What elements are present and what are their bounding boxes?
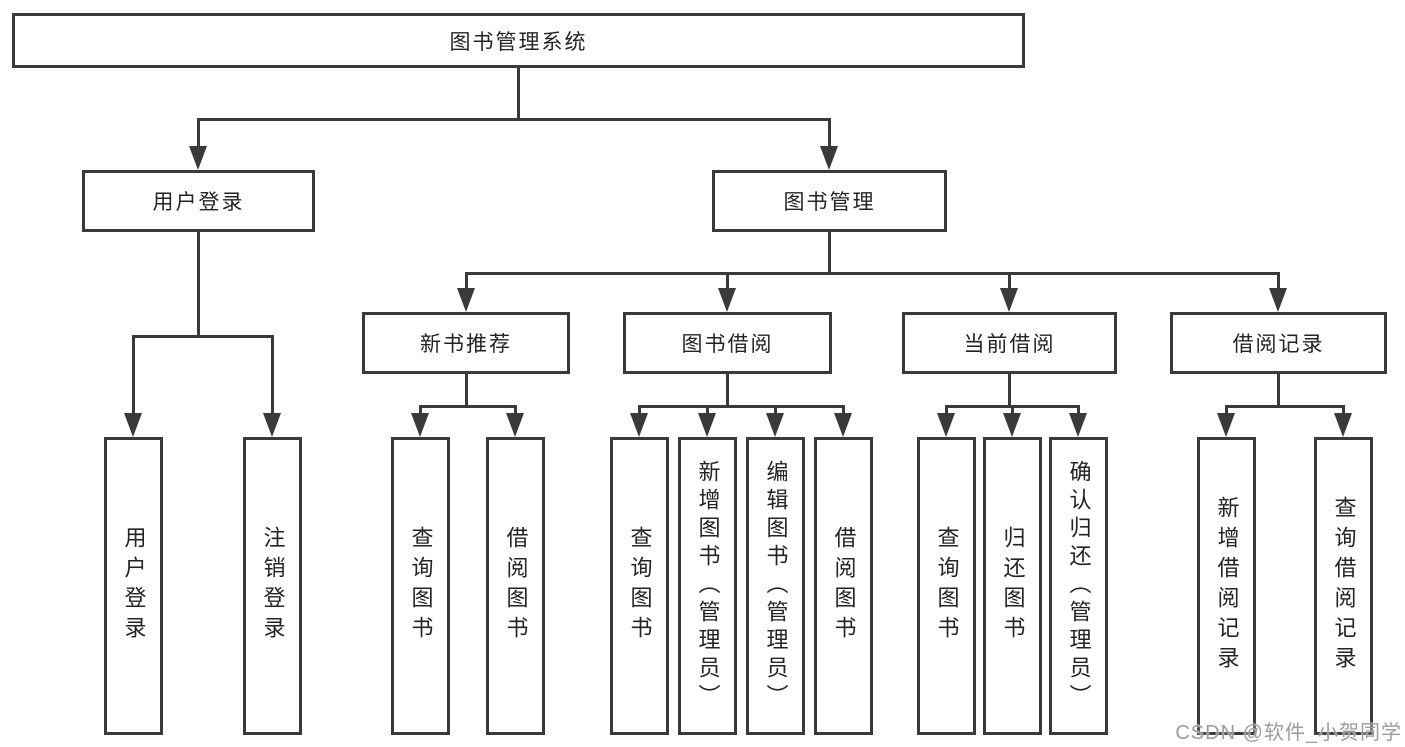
connector-arrowhead <box>1000 288 1018 312</box>
connector-line <box>1225 405 1345 408</box>
connector-line <box>1008 272 1011 292</box>
connector-line <box>638 405 845 408</box>
connector-line <box>1011 405 1014 417</box>
csdn-watermark: CSDN @软件_小贺同学 <box>1175 722 1402 744</box>
leaf-confirm-return-admin: 确认归还（管理员） <box>1049 437 1108 735</box>
connector-line <box>465 272 468 292</box>
connector-arrowhead <box>1269 288 1287 312</box>
connector-line <box>197 118 831 121</box>
node-current-borrow: 当前借阅 <box>902 312 1117 374</box>
connector-line <box>1225 405 1228 417</box>
leaf-borrow-books: 借阅图书 <box>814 437 873 735</box>
connector-line <box>1342 405 1345 417</box>
connector-line <box>514 405 517 417</box>
connector-arrowhead <box>766 413 784 437</box>
leaf-query-borrow-record: 查询借阅记录 <box>1314 437 1373 735</box>
leaf-logout: 注销登录 <box>243 437 302 735</box>
connector-arrowhead <box>411 413 429 437</box>
connector-arrowhead <box>1069 413 1087 437</box>
connector-line <box>842 405 845 417</box>
node-user-login: 用户登录 <box>82 170 315 232</box>
connector-line <box>828 118 831 150</box>
connector-arrowhead <box>457 288 475 312</box>
connector-line <box>945 405 948 417</box>
connector-line <box>774 405 777 417</box>
connector-arrowhead <box>630 413 648 437</box>
connector-arrowhead <box>263 413 281 437</box>
leaf-return-books: 归还图书 <box>983 437 1042 735</box>
connector-arrowhead <box>718 288 736 312</box>
node-book-borrow: 图书借阅 <box>623 312 832 374</box>
connector-line <box>271 335 274 417</box>
connector-arrowhead <box>820 146 838 170</box>
connector-line <box>419 405 517 408</box>
leaf-add-books-admin: 新增图书（管理员） <box>678 437 737 735</box>
connector-line <box>197 232 200 335</box>
connector-line <box>197 118 200 150</box>
connector-line <box>638 405 641 417</box>
connector-arrowhead <box>506 413 524 437</box>
connector-line <box>1277 272 1280 292</box>
connector-line <box>419 405 422 417</box>
connector-arrowhead <box>698 413 716 437</box>
connector-line <box>465 272 1279 275</box>
leaf-query-books-current: 查询图书 <box>917 437 976 735</box>
connector-arrowhead <box>937 413 955 437</box>
connector-line <box>1077 405 1080 417</box>
leaf-query-books-recommend: 查询图书 <box>391 437 450 735</box>
leaf-add-borrow-record: 新增借阅记录 <box>1197 437 1256 735</box>
connector-arrowhead <box>1334 413 1352 437</box>
connector-line <box>517 68 520 120</box>
connector-line <box>726 272 729 292</box>
leaf-query-books-borrow: 查询图书 <box>610 437 669 735</box>
connector-line <box>1008 374 1011 408</box>
leaf-borrow-books-recommend: 借阅图书 <box>486 437 545 735</box>
leaf-edit-books-admin: 编辑图书（管理员） <box>746 437 805 735</box>
connector-arrowhead <box>834 413 852 437</box>
connector-line <box>828 232 831 272</box>
connector-arrowhead <box>1003 413 1021 437</box>
connector-arrowhead <box>1217 413 1235 437</box>
connector-line <box>132 335 135 417</box>
node-root: 图书管理系统 <box>12 13 1025 68</box>
connector-line <box>465 374 468 408</box>
node-borrow-records: 借阅记录 <box>1170 312 1387 374</box>
node-book-management: 图书管理 <box>712 170 947 232</box>
leaf-user-login: 用户登录 <box>104 437 163 735</box>
connector-arrowhead <box>189 146 207 170</box>
connector-line <box>726 374 729 408</box>
connector-arrowhead <box>124 413 142 437</box>
node-new-book-recommend: 新书推荐 <box>362 312 570 374</box>
connector-line <box>1277 374 1280 408</box>
connector-line <box>706 405 709 417</box>
connector-line <box>132 335 274 338</box>
